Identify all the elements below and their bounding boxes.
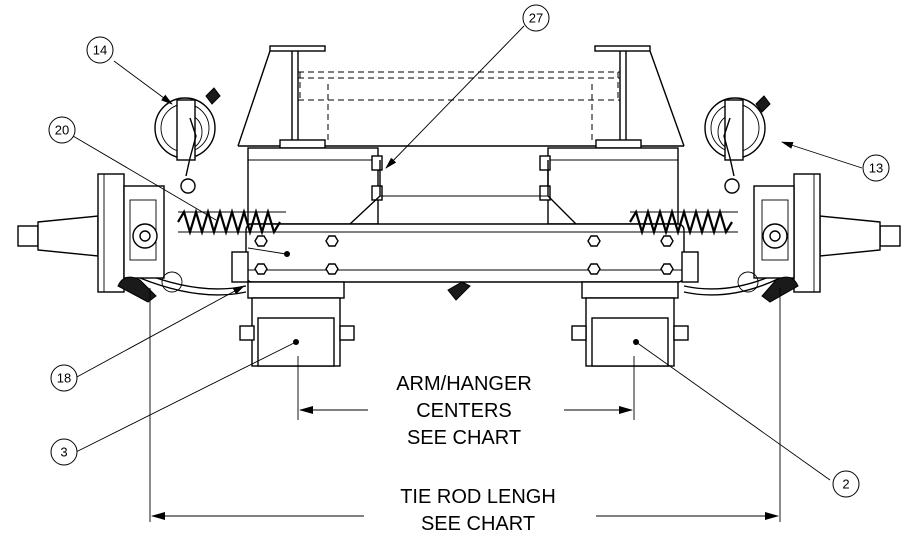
spring-right (629, 208, 738, 236)
hanger-right (571, 281, 689, 367)
air-spring-right (539, 147, 679, 225)
arm-hanger-line1: ARM/HANGER (396, 373, 532, 395)
callout-leaders (72, 25, 863, 481)
bolt-group (254, 235, 674, 275)
callout-13-label: 13 (869, 161, 883, 176)
callout-2-label: 2 (842, 477, 849, 492)
center-fitting (447, 281, 471, 301)
arm-hanger-line3: SEE CHART (407, 427, 521, 449)
tie-rod-line1: TIE ROD LENGH (400, 486, 556, 508)
arm-hanger-line2: CENTERS (416, 400, 512, 422)
arm-hanger-dimension (297, 356, 635, 420)
callout-20: 20 (48, 116, 76, 144)
callout-20-label: 20 (55, 123, 69, 138)
spring-left (177, 208, 286, 236)
air-spring-left (247, 147, 383, 225)
center-gusset (349, 160, 577, 225)
brake-chamber-right (704, 95, 771, 194)
frame-bracket (237, 45, 685, 149)
callout-14-label: 14 (93, 43, 107, 58)
callout-18: 18 (50, 364, 78, 392)
callout-2: 2 (832, 470, 860, 498)
brake-chamber-left (154, 87, 221, 194)
callout-27: 27 (522, 4, 550, 32)
tie-rod-dimension (149, 288, 781, 522)
axle-beam (231, 223, 699, 283)
hub-left (17, 173, 183, 303)
hub-right (737, 173, 901, 303)
callout-18-label: 18 (57, 371, 71, 386)
hanger-left (239, 281, 355, 367)
callout-3: 3 (50, 438, 78, 466)
callout-27-label: 27 (529, 11, 543, 26)
callout-13: 13 (862, 154, 890, 182)
callout-3-label: 3 (60, 445, 67, 460)
tie-rod-line2: SEE CHART (421, 513, 535, 535)
callout-14: 14 (86, 36, 114, 64)
